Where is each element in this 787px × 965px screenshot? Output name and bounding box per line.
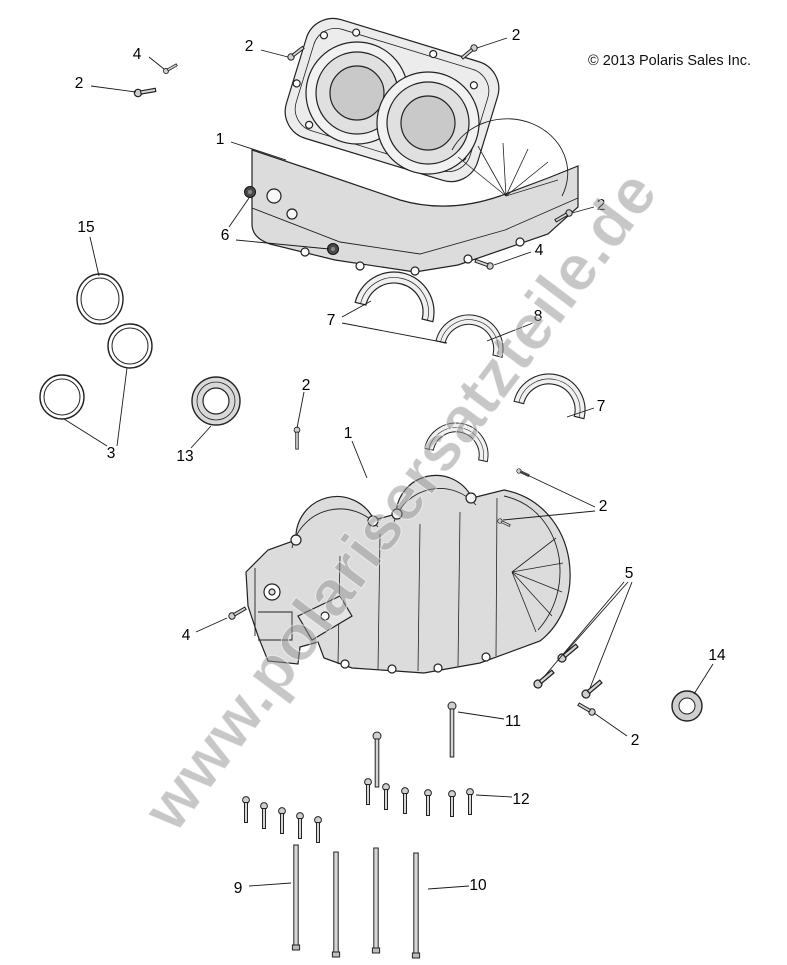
oil-seal — [671, 690, 703, 722]
bolt — [555, 641, 581, 665]
bolt — [447, 701, 457, 758]
dowel-pin — [244, 186, 256, 198]
callout-label: 1 — [216, 131, 225, 148]
callout-label: 12 — [512, 791, 529, 808]
callout-label: 7 — [327, 312, 336, 329]
screw — [382, 783, 390, 810]
o-ring — [107, 323, 153, 369]
stud — [331, 851, 341, 958]
callout-label: 1 — [344, 425, 353, 442]
screw — [364, 778, 372, 805]
screw — [260, 802, 268, 829]
screw — [162, 62, 179, 75]
o-ring — [76, 273, 124, 325]
callout-label: 2 — [302, 377, 311, 394]
callout-label: 15 — [77, 219, 94, 236]
stud — [291, 844, 301, 951]
leader-lines — [63, 37, 714, 890]
callout-label: 2 — [631, 732, 640, 749]
copyright-text: © 2013 Polaris Sales Inc. — [588, 53, 752, 69]
callout-label: 2 — [75, 75, 84, 92]
lower-crankcase — [245, 474, 571, 674]
callouts: 2 4 2 2 1 6 2 4 15 7 8 3 13 2 7 1 2 5 4 … — [75, 27, 726, 897]
screw — [293, 426, 301, 450]
bolt — [579, 677, 605, 701]
callout-label: 4 — [133, 46, 142, 63]
bearing-shell — [354, 262, 444, 323]
callout-label: 2 — [599, 498, 608, 515]
callout-label: 13 — [176, 448, 193, 465]
callout-label: 8 — [534, 308, 543, 325]
callout-label: 9 — [234, 880, 243, 897]
screw — [278, 807, 286, 834]
screw — [296, 812, 304, 839]
stud — [411, 852, 421, 959]
callout-label: 4 — [182, 627, 191, 644]
screw — [242, 796, 250, 823]
screw — [227, 604, 248, 621]
upper-crankcase — [251, 17, 579, 276]
callout-label: 4 — [535, 242, 544, 259]
bolt — [372, 731, 382, 788]
screw — [466, 788, 474, 815]
callout-label: 5 — [625, 565, 634, 582]
callout-label: 6 — [221, 227, 230, 244]
callout-label: 2 — [512, 27, 521, 44]
callout-label: 3 — [107, 445, 116, 462]
dowel-pin — [327, 243, 339, 255]
screw — [314, 816, 322, 843]
callout-label: 2 — [597, 197, 606, 214]
o-ring — [39, 374, 85, 420]
callout-label: 7 — [597, 398, 606, 415]
bolt — [531, 667, 557, 691]
screw — [459, 42, 480, 61]
o-rings-and-seals — [39, 273, 703, 722]
screw — [133, 85, 157, 98]
callout-label: 11 — [505, 713, 521, 730]
oil-seal — [191, 376, 241, 426]
callout-label: 2 — [245, 38, 254, 55]
screw — [401, 787, 409, 814]
stud — [371, 847, 381, 954]
screw — [424, 789, 432, 816]
screw — [448, 790, 456, 817]
callout-label: 10 — [469, 877, 487, 894]
callout-label: 14 — [708, 647, 726, 664]
screw — [473, 257, 495, 271]
screw — [576, 700, 597, 717]
